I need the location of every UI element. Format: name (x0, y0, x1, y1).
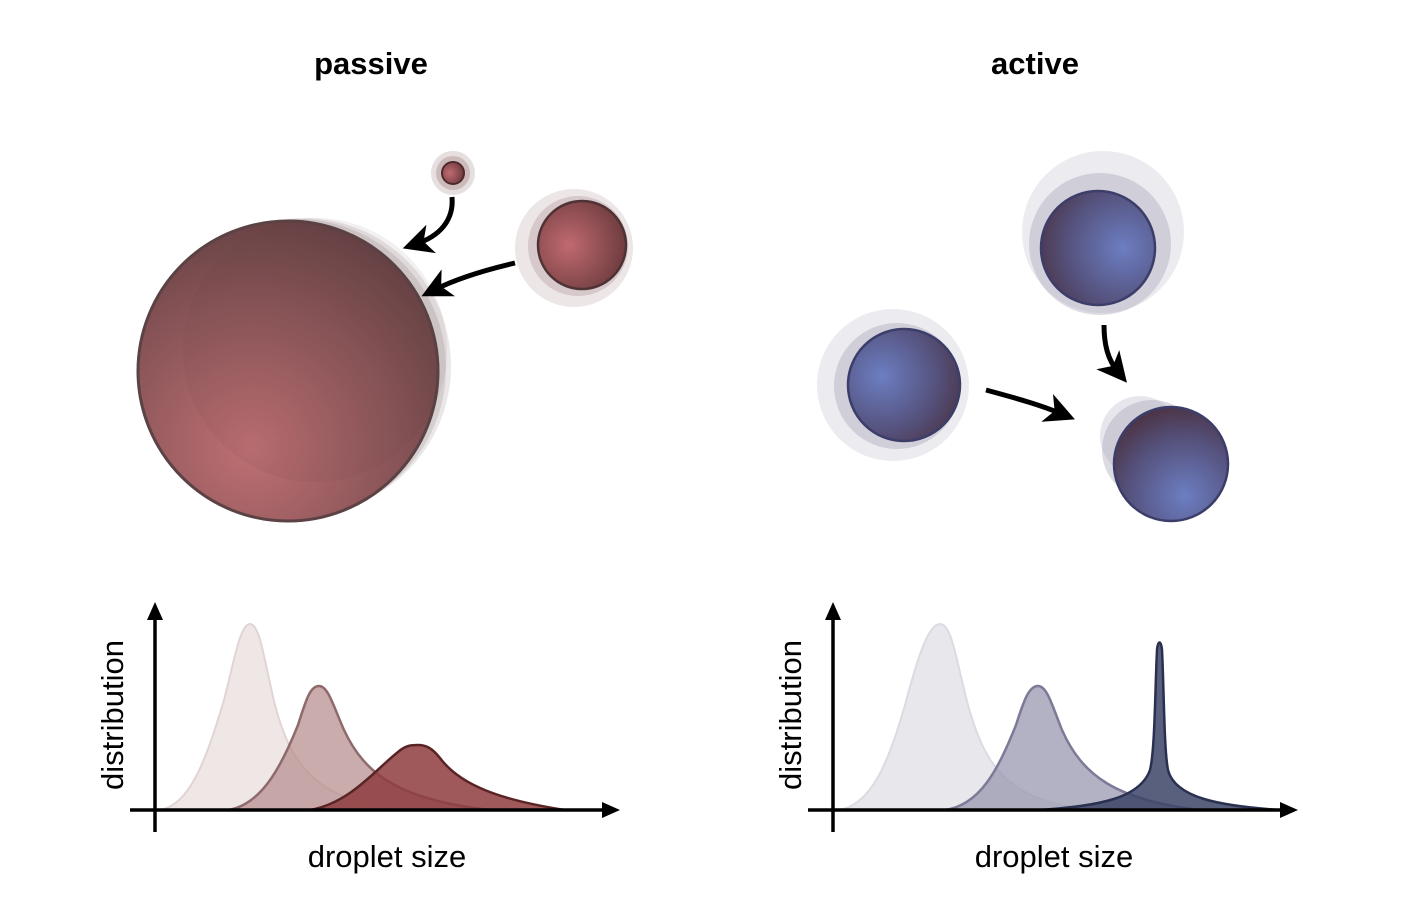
passive-curve-late (309, 743, 566, 812)
active-left-droplet-body (846, 327, 962, 443)
active-y-axis-label: distribution (773, 640, 808, 790)
passive-x-axis-label: droplet size (308, 839, 467, 874)
passive-title: passive (314, 46, 428, 81)
active-top-droplet-body (1039, 189, 1157, 307)
passive-large-droplet-inner-ghost (183, 218, 447, 482)
passive-medium-droplet (515, 189, 633, 307)
passive-tiny-droplet (431, 151, 475, 195)
active-left-droplet (817, 309, 969, 461)
active-arrow-from-left (985, 387, 1075, 422)
active-right-droplet (1100, 396, 1230, 523)
passive-panel: passive (95, 46, 633, 874)
active-panel: active (773, 46, 1298, 874)
passive-arrow-from-tiny (402, 196, 455, 254)
active-x-axis-arrowhead (1280, 802, 1298, 818)
active-y-axis-arrowhead (825, 602, 841, 620)
active-title: active (991, 46, 1079, 81)
passive-medium-droplet-body (536, 199, 628, 291)
passive-large-droplet (136, 218, 451, 523)
active-distribution-plot: droplet size distribution (773, 602, 1298, 874)
active-top-droplet (1022, 151, 1184, 315)
passive-arrow-from-medium (421, 260, 516, 297)
active-x-axis-label: droplet size (975, 839, 1134, 874)
passive-x-axis-arrowhead (602, 802, 620, 818)
passive-y-axis-arrowhead (147, 602, 163, 620)
passive-y-axis-label: distribution (95, 640, 130, 790)
passive-large-droplet-body (136, 219, 440, 523)
active-curve-late (1039, 641, 1281, 812)
active-right-droplet-body (1112, 405, 1230, 523)
active-curve-mid (944, 684, 1201, 812)
passive-tiny-droplet-body (441, 161, 465, 185)
passive-distribution-plot: droplet size distribution (95, 602, 620, 874)
active-arrow-from-top (1096, 324, 1127, 383)
